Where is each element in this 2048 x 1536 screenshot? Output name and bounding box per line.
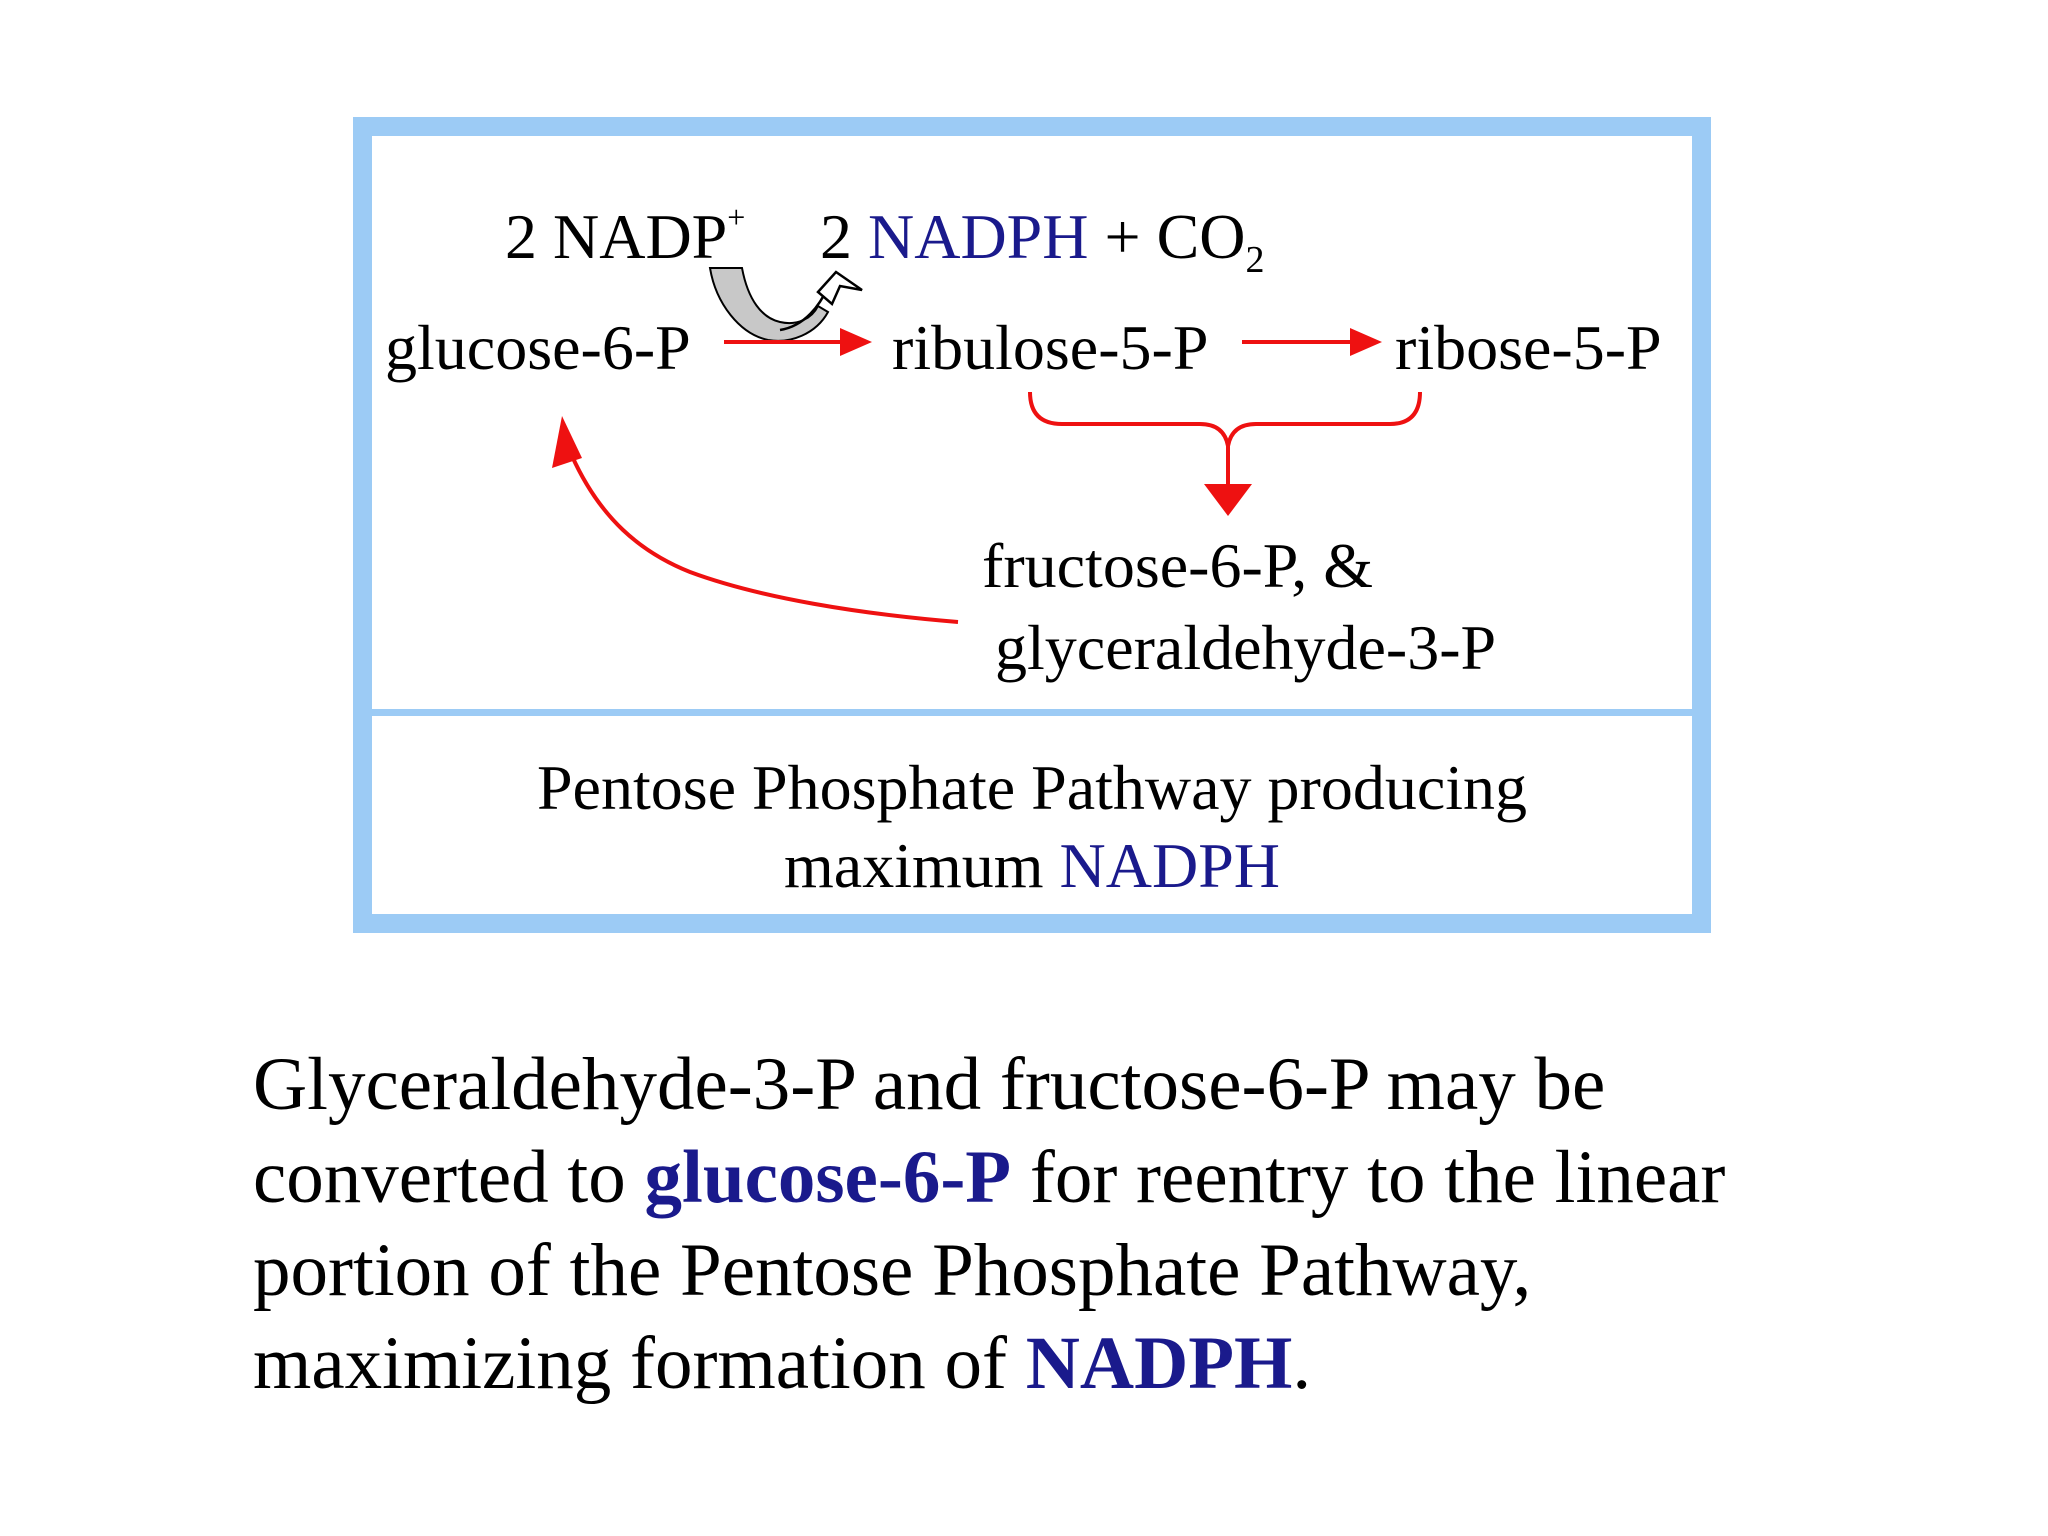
nadp-charge: +: [727, 199, 746, 235]
arrowhead-ribulose-to-ribose: [1350, 328, 1382, 356]
nadph-highlight-bold: NADPH: [1025, 1322, 1293, 1405]
cofactor-release-arrowhead: [816, 270, 863, 307]
figure-caption-line2: maximum NADPH: [784, 830, 1280, 901]
co2-subscript: 2: [1245, 239, 1265, 281]
cofactor-uptake-arrow: [708, 267, 830, 342]
nadph-highlight: NADPH: [868, 201, 1089, 272]
node-glyceraldehyde-3-p: glyceraldehyde-3-P: [995, 612, 1497, 683]
node-glucose-6-p: glucose-6-P: [385, 312, 691, 383]
node-ribulose-5-p: ribulose-5-P: [892, 312, 1209, 383]
paragraph-line-3: portion of the Pentose Phosphate Pathway…: [253, 1229, 1532, 1312]
arrowhead-glucose-to-ribulose: [840, 328, 872, 356]
node-fructose-6-p: fructose-6-P, &: [982, 530, 1374, 601]
paragraph-line-2: converted to glucose-6-P for reentry to …: [253, 1136, 1726, 1219]
nadp-label: 2 NADP+: [505, 199, 746, 272]
nadph-co2-label: 2 NADPH + CO2: [820, 201, 1265, 281]
arrowhead-to-glucose: [552, 416, 582, 468]
paragraph-line-1: Glyceraldehyde-3-P and fructose-6-P may …: [253, 1043, 1606, 1126]
glucose-6-p-highlight: glucose-6-P: [644, 1136, 1012, 1219]
figure-divider: [372, 709, 1692, 716]
figure-frame: [353, 117, 1711, 933]
combining-bracket: [1028, 391, 1422, 447]
explanation-paragraph: Glyceraldehyde-3-P and fructose-6-P may …: [253, 1038, 1725, 1410]
arrowhead-to-fructose: [1204, 484, 1252, 516]
node-ribose-5-p: ribose-5-P: [1395, 312, 1662, 383]
paragraph-line-4: maximizing formation of NADPH.: [253, 1322, 1312, 1405]
caption-nadph: NADPH: [1059, 830, 1280, 901]
figure-caption-line1: Pentose Phosphate Pathway producing: [536, 752, 1528, 823]
return-arrow: [570, 455, 959, 624]
